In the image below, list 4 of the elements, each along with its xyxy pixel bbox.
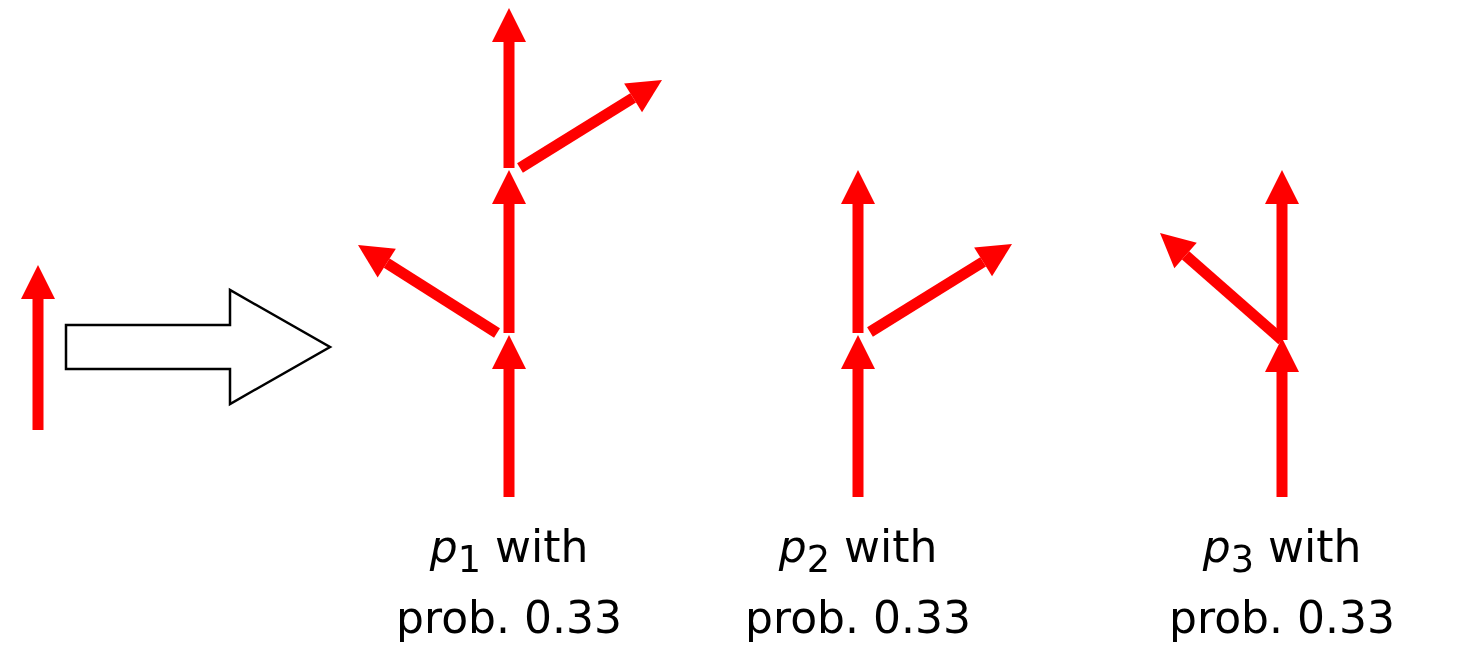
- hollow-arrow: [64, 287, 333, 407]
- node-label: p$_{1}$ with prob. 0.33: [395, 520, 623, 645]
- node-label: p$_{3}$ with prob. 0.33: [1168, 520, 1396, 645]
- node-label: p$_{2}$ with prob. 0.33: [744, 520, 972, 645]
